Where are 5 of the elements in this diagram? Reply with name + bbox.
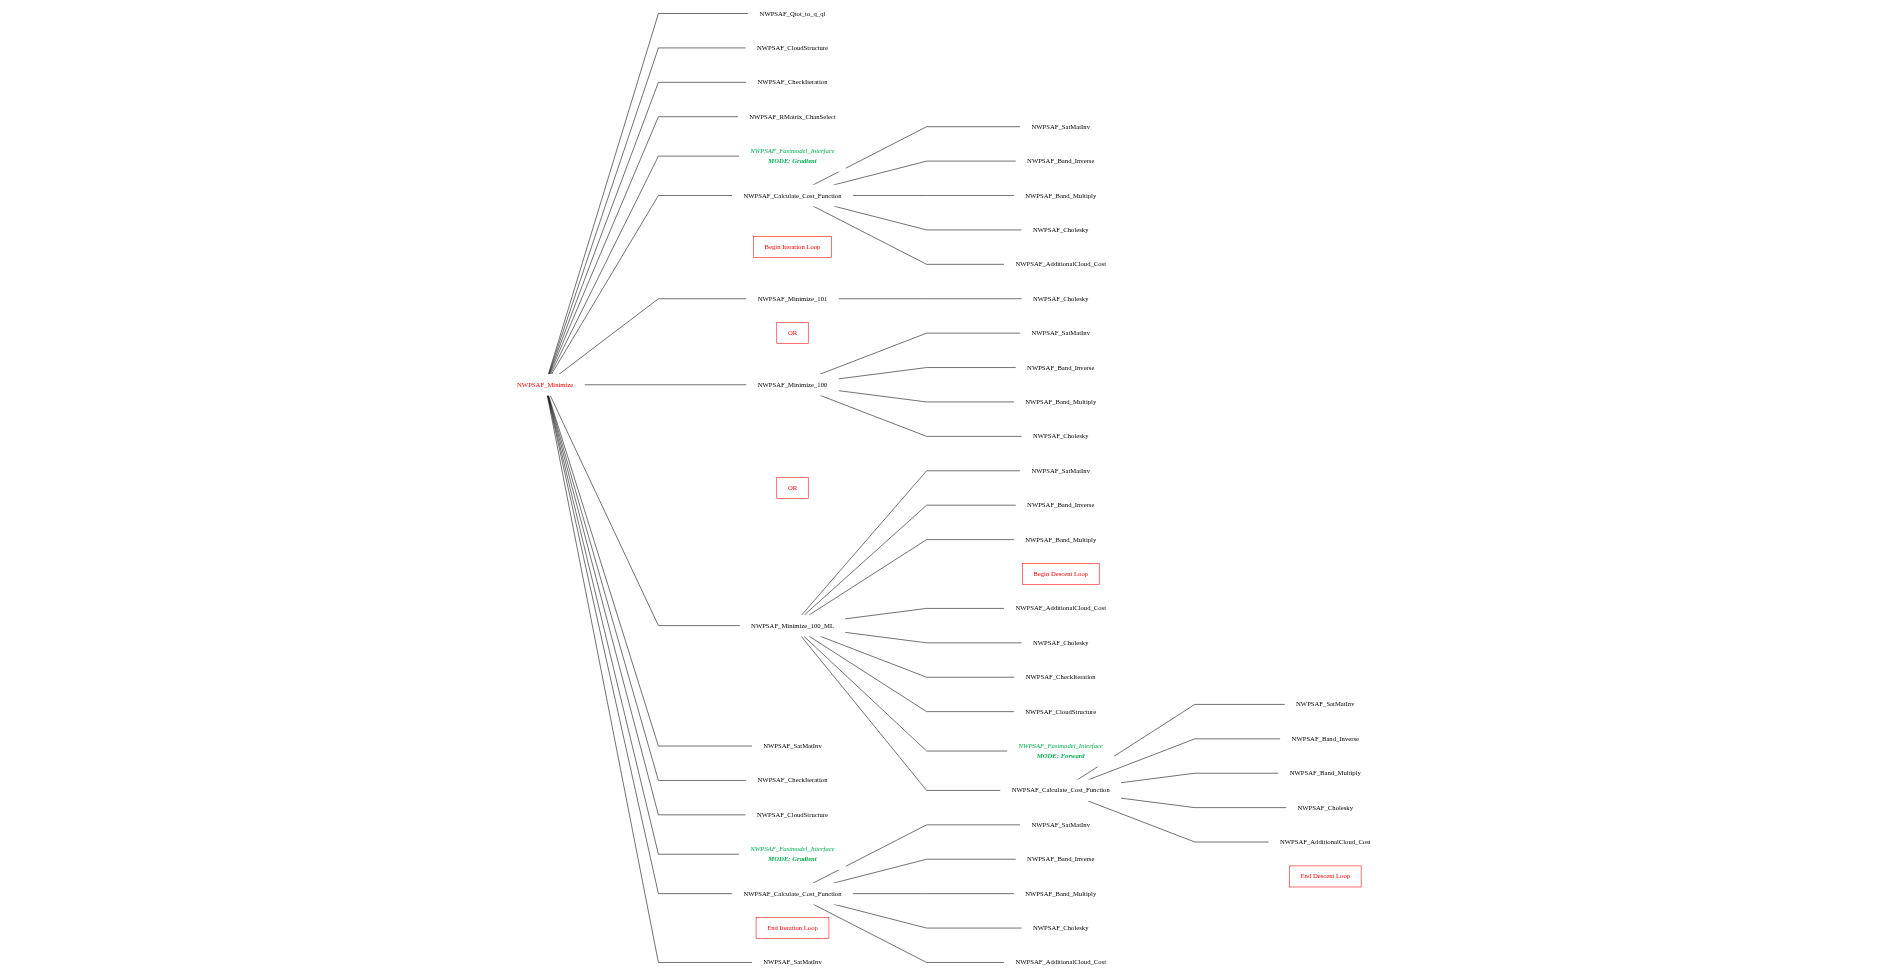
connector [549,116,739,375]
connector [546,395,753,963]
connector [550,195,733,375]
connector [549,155,740,375]
connector [549,395,740,626]
